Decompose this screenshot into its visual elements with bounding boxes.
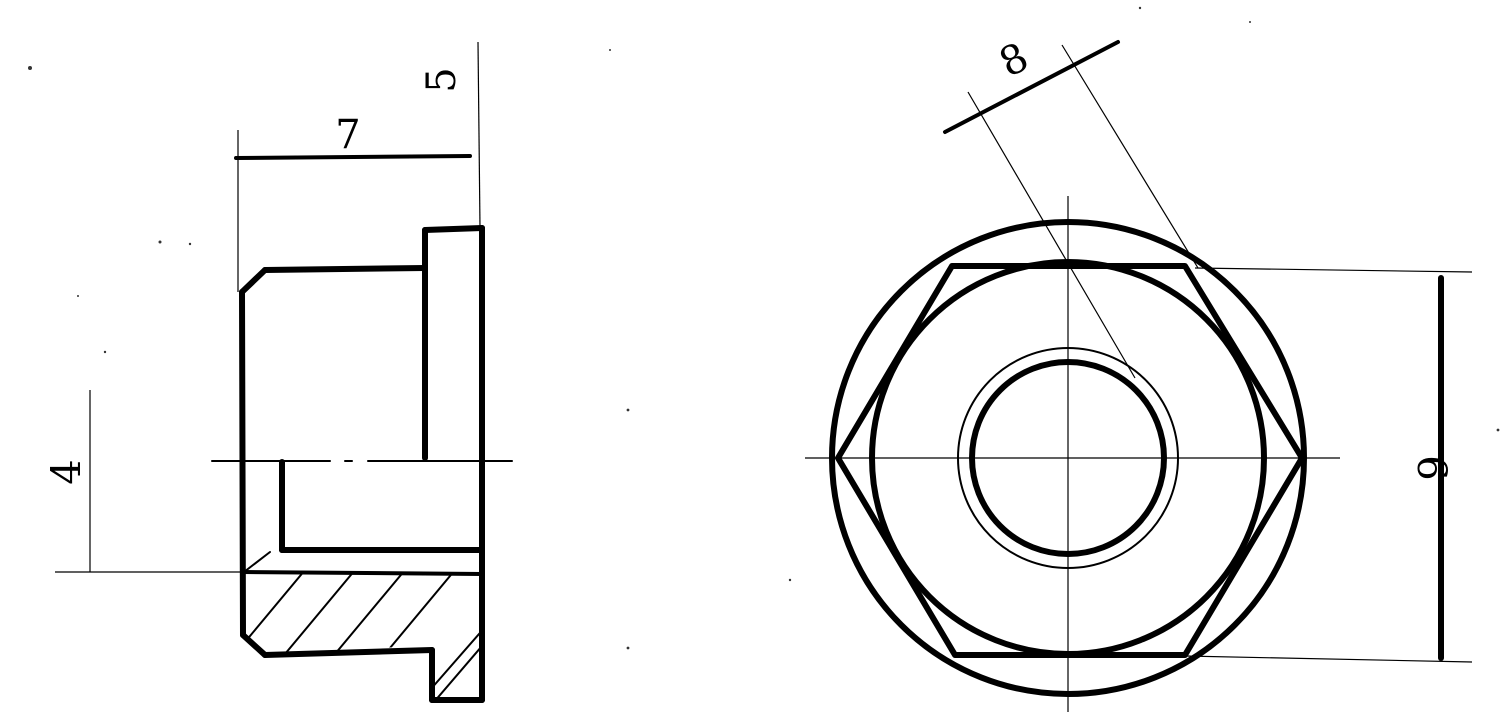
hex-outline bbox=[835, 263, 1305, 658]
scan-noise bbox=[28, 6, 1500, 650]
dimension-5: 5 bbox=[419, 67, 465, 92]
dim-8-label: 8 bbox=[992, 34, 1036, 87]
side-view-outline bbox=[239, 225, 485, 703]
dimension-6: 6 bbox=[1184, 267, 1473, 663]
front-view-centerlines bbox=[805, 196, 1340, 712]
front-view: 8 6 bbox=[805, 34, 1473, 712]
dim-4-label: 4 bbox=[44, 459, 90, 484]
side-view: 7 5 4 bbox=[44, 41, 513, 703]
dimension-7: 7 bbox=[234, 41, 481, 292]
dim-6-label: 6 bbox=[1408, 455, 1454, 480]
flange-hatching bbox=[432, 589, 480, 700]
dim-5-label: 5 bbox=[419, 67, 465, 92]
dimension-8: 8 bbox=[943, 34, 1199, 379]
dim-7-label: 7 bbox=[335, 112, 360, 158]
side-view-bore bbox=[241, 459, 485, 576]
dimension-4: 4 bbox=[44, 390, 243, 573]
